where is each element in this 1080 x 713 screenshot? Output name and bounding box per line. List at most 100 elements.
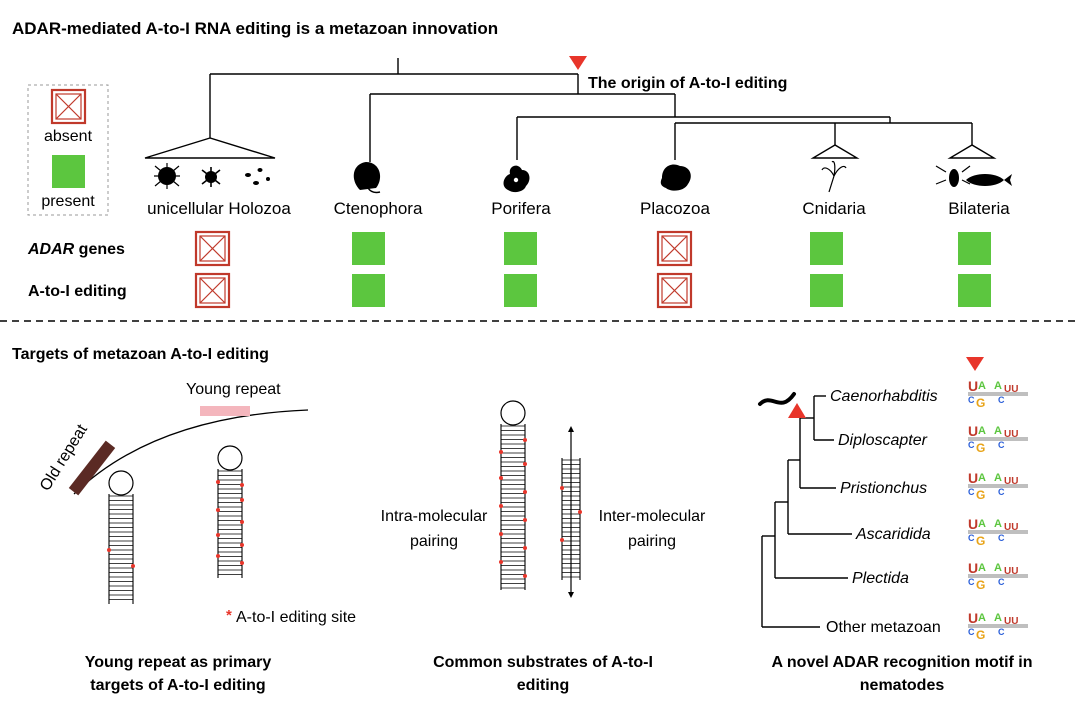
fish-icon bbox=[966, 174, 1012, 186]
genome-arc bbox=[73, 409, 309, 495]
taxon-label: Cnidaria bbox=[802, 199, 866, 218]
bottom-panel-title: Targets of metazoan A-to-I editing bbox=[12, 346, 269, 363]
nematode-worm-icon bbox=[758, 392, 796, 406]
legend-present-symbol bbox=[52, 155, 85, 188]
phylogenetic-tree bbox=[144, 58, 997, 162]
present-cell bbox=[810, 232, 843, 265]
intra-label-line2: pairing bbox=[410, 533, 458, 550]
taxon-label: Bilateria bbox=[948, 199, 1010, 218]
editing-site bbox=[560, 538, 564, 542]
choanoflagellate-icon bbox=[154, 163, 180, 189]
intra-label-line1: Intra-molecular bbox=[381, 508, 488, 525]
editing-site bbox=[240, 498, 244, 502]
present-cell bbox=[352, 232, 385, 265]
absent-cell bbox=[194, 272, 231, 309]
nematode-taxon-label: Plectida bbox=[852, 570, 909, 587]
sequence-logo bbox=[967, 515, 1029, 549]
legend: absent present bbox=[27, 84, 109, 216]
editing-site bbox=[523, 490, 527, 494]
editing-site bbox=[107, 548, 111, 552]
sequence-logo bbox=[967, 469, 1029, 503]
editing-site bbox=[523, 574, 527, 578]
substrates-caption-line2: editing bbox=[517, 677, 569, 694]
substrates-diagram: Intra-molecular pairing Inter-molecular … bbox=[381, 400, 706, 694]
editing-site bbox=[499, 504, 503, 508]
young-repeat-block bbox=[200, 406, 250, 416]
taxon-label: Ctenophora bbox=[334, 199, 423, 218]
sequence-logo bbox=[967, 559, 1029, 593]
nematode-tree: Caenorhabditis Diploscapter Pristionchus… bbox=[758, 357, 1033, 694]
intra-molecular-stem bbox=[499, 424, 527, 590]
absent-cell bbox=[656, 272, 693, 309]
origin-marker-icon bbox=[569, 56, 587, 70]
present-cell bbox=[958, 232, 991, 265]
present-cell bbox=[810, 274, 843, 307]
taxon-label: Placozoa bbox=[640, 199, 710, 218]
old-repeat-block bbox=[68, 440, 116, 496]
arrow-head-down bbox=[568, 592, 574, 598]
editing-site bbox=[499, 560, 503, 564]
substrates-caption-line1: Common substrates of A-to-I bbox=[433, 654, 653, 671]
editing-site bbox=[578, 510, 582, 514]
editing-site bbox=[216, 554, 220, 558]
sequence-logo bbox=[967, 422, 1029, 456]
editing-site bbox=[523, 546, 527, 550]
hairpin-stem bbox=[216, 469, 244, 578]
sequence-logo bbox=[967, 377, 1029, 411]
editing-site bbox=[499, 450, 503, 454]
top-panel-title: ADAR-mediated A-to-I RNA editing is a me… bbox=[12, 19, 498, 38]
editing-site bbox=[523, 462, 527, 466]
editing-site bbox=[560, 486, 564, 490]
sequence-logo bbox=[967, 609, 1029, 643]
legend-present-label: present bbox=[41, 193, 95, 210]
nematode-origin-marker-icon bbox=[788, 403, 806, 418]
ctenophore-icon bbox=[353, 162, 381, 194]
taxon-label: unicellular Holozoa bbox=[147, 199, 291, 218]
row-label-adar-genes: ADAR genes bbox=[27, 241, 125, 258]
absent-cell bbox=[194, 230, 231, 267]
absent-cell bbox=[656, 230, 693, 267]
hairpin-stem bbox=[107, 494, 135, 604]
repeats-diagram: Young repeat Old repeat * A-to-I editing… bbox=[37, 381, 356, 694]
editing-site bbox=[240, 543, 244, 547]
row-label-a-to-i-editing: A-to-I editing bbox=[28, 283, 127, 300]
motif-marker-icon bbox=[966, 357, 984, 371]
present-cell bbox=[352, 274, 385, 307]
nematode-taxon-label: Caenorhabditis bbox=[830, 388, 938, 405]
origin-label: The origin of A-to-I editing bbox=[588, 75, 787, 92]
arrow-head-up bbox=[568, 426, 574, 432]
editing-site bbox=[240, 483, 244, 487]
hairpin-loop bbox=[217, 445, 243, 471]
inter-label-line2: pairing bbox=[628, 533, 676, 550]
inter-label-line1: Inter-molecular bbox=[599, 508, 706, 525]
present-cell bbox=[504, 232, 537, 265]
ichthyosporea-icon bbox=[245, 168, 270, 185]
nematode-taxon-label: Diploscapter bbox=[838, 432, 928, 449]
editing-site bbox=[240, 520, 244, 524]
legend-absent-symbol bbox=[50, 88, 87, 125]
editing-site bbox=[131, 564, 135, 568]
taxon-label: Porifera bbox=[491, 199, 551, 218]
nematode-taxon-label: Pristionchus bbox=[840, 480, 927, 497]
present-cell bbox=[958, 274, 991, 307]
placozoan-icon bbox=[660, 164, 691, 191]
repeats-caption-line2: targets of A-to-I editing bbox=[90, 677, 265, 694]
editing-site bbox=[216, 533, 220, 537]
nematode-tree-branches bbox=[761, 395, 852, 628]
nematode-taxon-label: Ascaridida bbox=[855, 526, 931, 543]
young-repeat-label: Young repeat bbox=[186, 381, 281, 398]
organism-silhouettes bbox=[154, 160, 1012, 194]
editing-site bbox=[499, 532, 503, 536]
nematode-caption-line2: nematodes bbox=[860, 677, 945, 694]
legend-absent-label: absent bbox=[44, 128, 93, 145]
editing-site-legend-icon: * bbox=[226, 607, 232, 624]
nematode-caption-line1: A novel ADAR recognition motif in bbox=[771, 654, 1032, 671]
editing-site bbox=[523, 518, 527, 522]
editing-site bbox=[216, 508, 220, 512]
editing-site bbox=[499, 476, 503, 480]
hydra-icon bbox=[821, 160, 847, 193]
sponge-icon bbox=[503, 165, 530, 193]
editing-site-legend-label: A-to-I editing site bbox=[236, 609, 356, 626]
nematode-taxon-label-other: Other metazoan bbox=[826, 619, 941, 636]
